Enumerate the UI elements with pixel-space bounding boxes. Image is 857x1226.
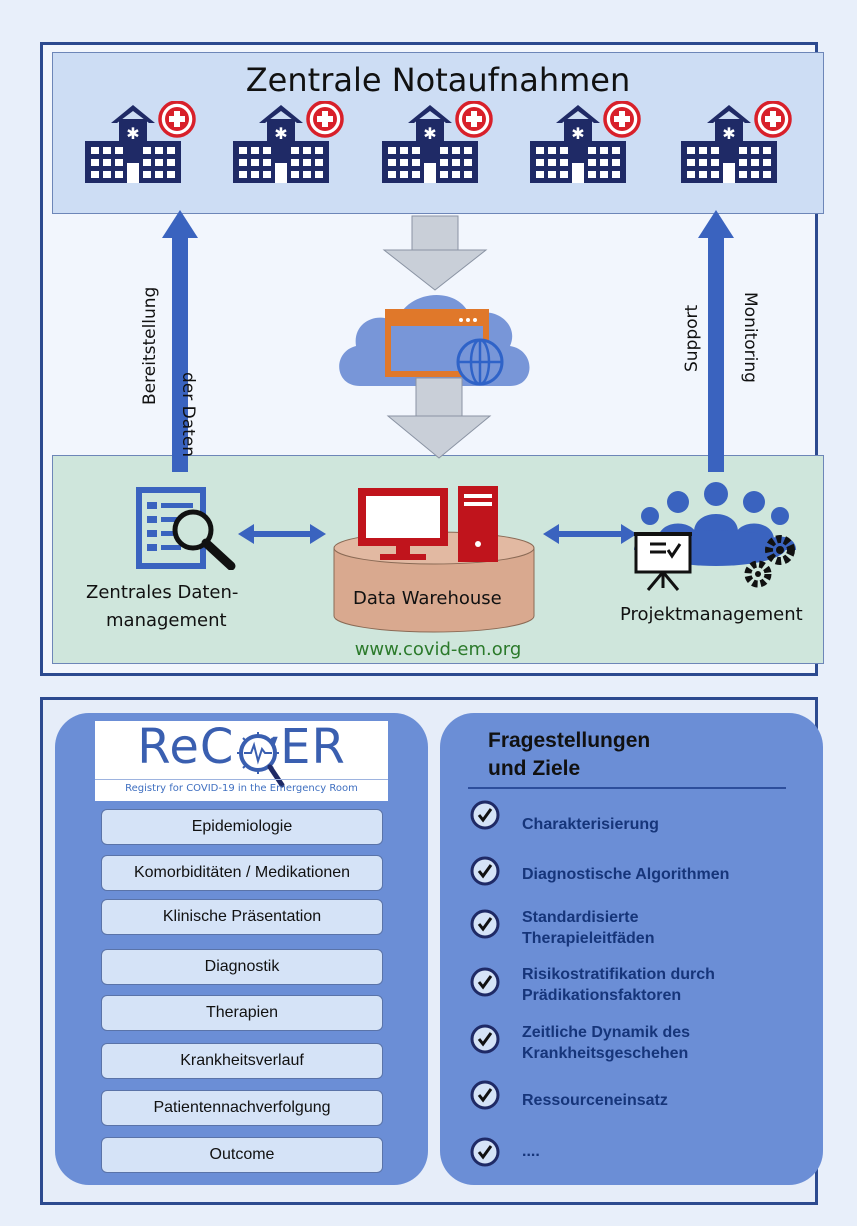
checkmark-icon (470, 909, 500, 939)
recover-panel: ReC vER Registry for COVID-19 in the Eme… (55, 713, 428, 1185)
checkmark-icon (470, 1024, 500, 1054)
checkmark-icon (470, 1137, 500, 1167)
data-warehouse-icon (333, 486, 535, 633)
title-divider (468, 787, 786, 789)
question-line: Prädikationsfaktoren (522, 987, 682, 1004)
recover-logo: ReC vER Registry for COVID-19 in the Eme… (95, 719, 388, 801)
left-arrow-label-1: Bereitstellung (140, 286, 160, 405)
hospital-icon (526, 101, 646, 186)
recover-item-diagnostik: Diagnostik (101, 949, 383, 985)
recover-item-krankheitsverlauf: Krankheitsverlauf (101, 1043, 383, 1079)
bidirectional-arrow (543, 524, 637, 544)
team-meeting-icon (634, 482, 796, 591)
question-line: Diagnostische Algorithmen (522, 866, 730, 883)
question-line: Ressourceneinsatz (522, 1092, 668, 1109)
question-item: Diagnostische Algorithmen (522, 864, 802, 885)
recover-item-komorbiditaeten: Komorbiditäten / Medikationen (101, 855, 383, 891)
datenmanagement-label-2: management (106, 610, 227, 631)
website-url[interactable]: www.covid-em.org (354, 639, 522, 660)
recover-item-outcome: Outcome (101, 1137, 383, 1173)
cloud-icon (339, 294, 530, 386)
recover-item-therapien: Therapien (101, 995, 383, 1031)
checkmark-icon (470, 800, 500, 830)
questions-panel: Fragestellungen und Ziele Charakterisier… (440, 713, 823, 1185)
hospital-icon (229, 101, 349, 186)
question-item: Charakterisierung (522, 814, 802, 835)
datenmanagement-label-1: Zentrales Daten- (86, 582, 239, 603)
recover-item-epidemiologie: Epidemiologie (101, 809, 383, 845)
down-arrow-icon (382, 215, 488, 291)
checkmark-icon (470, 1080, 500, 1110)
checkmark-icon (470, 856, 500, 886)
right-arrow-label-1: Support (682, 304, 702, 372)
question-line: Krankheitsgeschehen (522, 1045, 689, 1062)
questions-title-line-2: und Ziele (488, 757, 581, 780)
down-arrow-icon (386, 377, 492, 459)
checkmark-icon (470, 967, 500, 997)
virus-magnifier-icon (237, 732, 285, 788)
question-line: Risikostratifikation durch (522, 966, 715, 983)
left-arrow-label-2: der Daten (178, 372, 198, 458)
data-warehouse-label: Data Warehouse (353, 588, 502, 609)
question-item: .... (522, 1141, 802, 1162)
question-line: Standardisierte (522, 909, 639, 926)
question-line: Zeitliche Dynamik des (522, 1024, 691, 1041)
question-line: Therapieleitfäden (522, 930, 655, 947)
questions-title: Fragestellungen und Ziele (488, 727, 788, 783)
upload-arrow (162, 210, 198, 472)
support-arrow (698, 210, 734, 472)
emergency-departments-band: Zentrale Notaufnahmen (52, 52, 824, 214)
document-search-icon (136, 487, 236, 570)
band-title: Zentrale Notaufnahmen (245, 61, 631, 99)
recover-item-patientennachverfolgung: Patientennachverfolgung (101, 1090, 383, 1126)
logo-subtitle: Registry for COVID-19 in the Emergency R… (125, 783, 358, 794)
recover-item-klinische-praesentation: Klinische Präsentation (101, 899, 383, 935)
hospital-icon (378, 101, 498, 186)
question-line: .... (522, 1143, 540, 1160)
bidirectional-arrow (238, 524, 326, 544)
questions-title-line-1: Fragestellungen (488, 729, 651, 752)
question-line: Charakterisierung (522, 816, 659, 833)
question-item: Ressourceneinsatz (522, 1090, 802, 1111)
projektmanagement-label: Projektmanagement (620, 604, 803, 625)
right-arrow-label-2: Monitoring (740, 292, 760, 383)
hospital-icon (81, 101, 201, 186)
hospital-icon (677, 101, 797, 186)
